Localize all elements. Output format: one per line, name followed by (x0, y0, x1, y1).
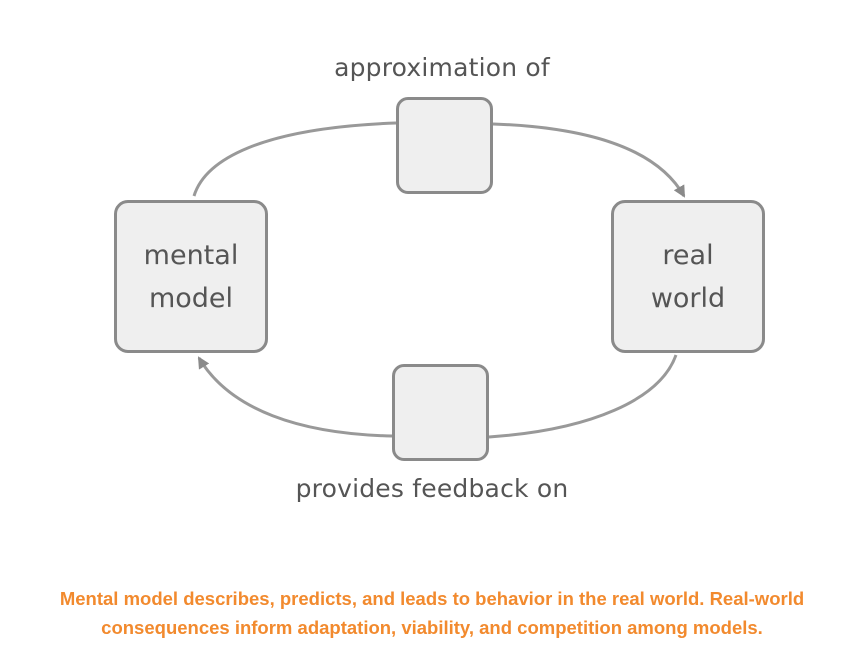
node-real-world-line1: real (662, 239, 714, 271)
node-mental-model-line1: mental (143, 239, 239, 271)
caption-line-1: Mental model describes, predicts, and le… (59, 588, 805, 609)
figure-caption: Mental model describes, predicts, and le… (0, 584, 864, 642)
edge-approximation-end (492, 122, 686, 198)
edge-node-top (396, 97, 493, 194)
node-mental-model: mental model (114, 200, 268, 353)
edge-label-approximation: approximation of (334, 53, 550, 82)
edge-node-bottom (392, 364, 489, 461)
edge-label-feedback: provides feedback on (295, 474, 569, 503)
edge-feedback-end (197, 356, 393, 438)
node-real-world: real world (611, 200, 765, 353)
caption-line-2: consequences inform adaptation, viabilit… (101, 617, 763, 638)
node-mental-model-line2: model (148, 282, 234, 314)
edge-approximation (192, 121, 397, 197)
edge-feedback (488, 354, 678, 439)
node-real-world-line2: world (650, 282, 726, 314)
